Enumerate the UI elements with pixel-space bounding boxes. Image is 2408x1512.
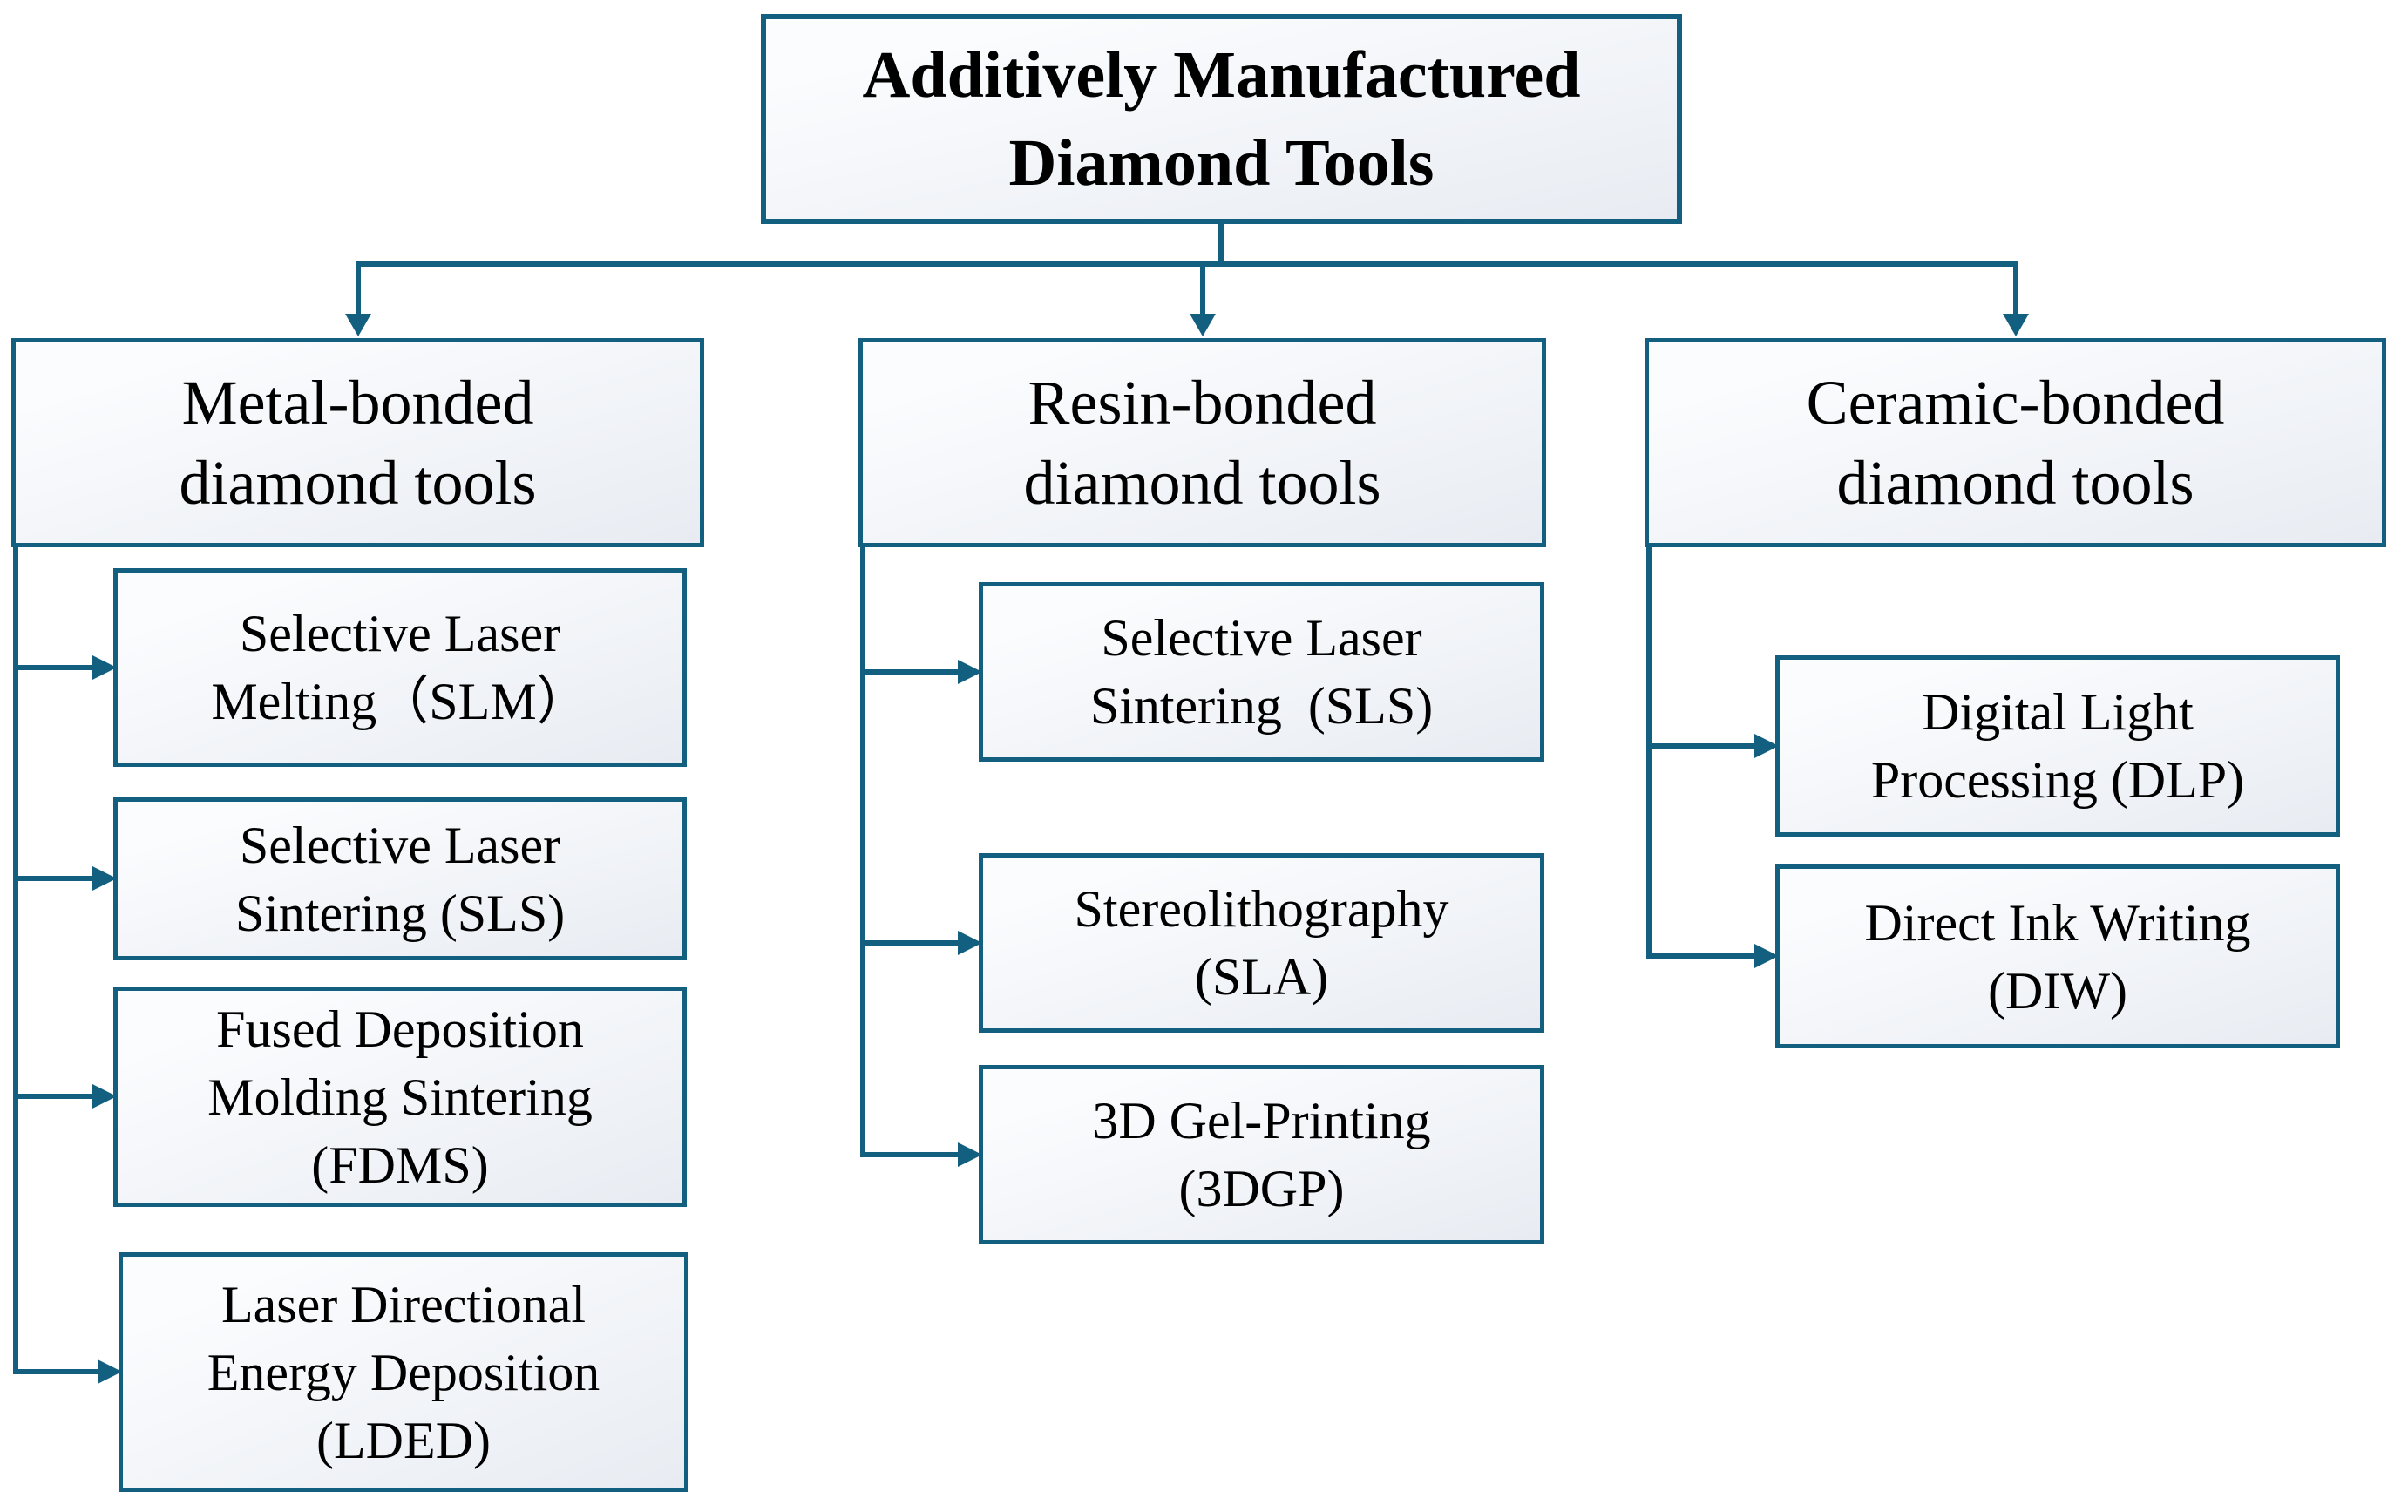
node-ceramic-bonded: Ceramic-bonded diamond tools [1645,338,2386,547]
metal-arrowhead-3 [92,1084,117,1109]
node-label: Laser Directional Energy Deposition (LDE… [207,1275,600,1469]
node-lded: Laser Directional Energy Deposition (LDE… [119,1252,688,1492]
node-label: 3D Gel-Printing (3DGP) [1092,1092,1431,1217]
node-slm: Selective Laser Melting（SLM） [113,568,687,767]
node-label: Stereolithography (SLA) [1074,880,1449,1006]
ceramic-down-arrowhead [2003,314,2029,336]
resin-arrowhead-3 [958,1142,982,1167]
metal-arrowhead-1 [92,655,117,680]
resin-arrowhead-2 [958,931,982,955]
node-label: Selective Laser Sintering (SLS) [1089,609,1434,735]
node-sls-metal: Selective Laser Sintering (SLS) [113,797,687,960]
resin-arrowhead-1 [958,660,982,684]
metal-down-arrowhead [345,314,371,336]
node-label: Ceramic-bonded diamond tools [1806,367,2225,518]
ceramic-arrowhead-2 [1754,944,1779,968]
node-3dgp: 3D Gel-Printing (3DGP) [979,1065,1544,1244]
node-sls-resin: Selective Laser Sintering (SLS) [979,582,1544,762]
node-label: Selective Laser Melting（SLM） [211,605,589,730]
node-label: Fused Deposition Molding Sintering (FDMS… [207,1000,593,1194]
node-label: Additively Manufactured Diamond Tools [862,38,1581,200]
node-resin-bonded: Resin-bonded diamond tools [858,338,1546,547]
resin-down-arrowhead [1190,314,1216,336]
node-label: Resin-bonded diamond tools [1023,367,1381,518]
metal-arrowhead-4 [98,1359,122,1384]
node-root-additively-manufactured: Additively Manufactured Diamond Tools [761,14,1682,224]
node-label: Digital Light Processing (DLP) [1870,683,2245,809]
node-metal-bonded: Metal-bonded diamond tools [11,338,704,547]
node-diw: Direct Ink Writing (DIW) [1775,864,2340,1048]
node-fdms: Fused Deposition Molding Sintering (FDMS… [113,987,687,1207]
node-label: Selective Laser Sintering (SLS) [234,816,566,942]
node-sla: Stereolithography (SLA) [979,853,1544,1033]
node-dlp: Digital Light Processing (DLP) [1775,655,2340,837]
ceramic-arrowhead-1 [1754,734,1779,758]
node-label: Direct Ink Writing (DIW) [1864,893,2251,1020]
node-label: Metal-bonded diamond tools [179,367,537,518]
metal-arrowhead-2 [92,866,117,891]
